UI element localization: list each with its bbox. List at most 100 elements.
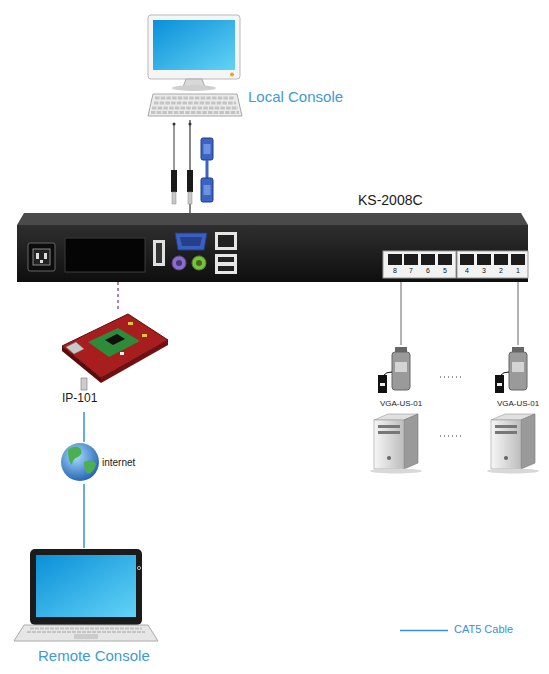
port-number: 6 [422,266,434,275]
kvm-switch [457,251,528,278]
cable-connector [117,282,119,312]
kvm-switch [17,213,528,282]
console-cables [172,192,176,204]
kvm-switch [511,254,525,265]
laptop-icon [137,566,140,569]
console-node: Local Console [145,12,355,120]
laptop-icon [14,625,158,641]
globe-icon [68,446,82,465]
internet-node: internet [58,442,154,484]
vga-adapter [380,383,385,386]
kvm-switch-node: KS-2008C [17,213,528,282]
console-cables [204,144,211,154]
console-cables [187,170,193,192]
kvm-switch [65,238,145,272]
console-cables [201,138,213,160]
server-tower [521,414,535,469]
ip-board [120,352,124,355]
laptop-icon [74,634,98,639]
globe-icon [61,443,99,481]
kvm-switch [494,254,508,265]
port-number: 2 [495,266,507,275]
legend-text: CAT5 Cable [454,623,513,636]
ip-board [66,342,84,354]
kvm-switch [192,256,206,270]
node-label: Local Console [248,88,343,105]
kvm-switch [175,233,207,250]
node-label: VGA-US-01 [488,399,548,408]
legend-item: CAT5 Cable [398,621,538,639]
kvm-switch [196,260,202,266]
kvm-switch [215,232,237,250]
ip-board [142,334,147,337]
legend-line-sample [400,630,448,632]
kvm-switch [180,237,202,246]
cable-connector [517,282,519,345]
console-cables [171,170,177,192]
port-number: 5 [439,266,451,275]
cable-connector [400,282,402,345]
monitor-icon [172,85,216,91]
console-cables [188,192,192,204]
vga-adapter [378,347,527,393]
port-number: 1 [512,266,524,275]
kvm-switch [218,257,234,262]
adapter-node: VGA-US-01 [371,345,431,411]
cable-connector [83,412,85,442]
port-number: 8 [389,266,401,275]
server-tower [504,456,508,460]
laptop-icon [30,549,142,625]
ellipsis-dots [440,435,463,436]
server-tower [370,469,422,474]
remote-console-node: Remote Console [10,548,162,668]
globe-icon [84,460,96,474]
server-tower [495,431,517,434]
vga-adapter [395,362,407,372]
kvm-switch [172,256,186,270]
ip-board [88,328,140,357]
kvm-switch [421,254,435,265]
kvm-switch [438,254,452,265]
vga-adapter [392,352,410,390]
monitor-icon [148,15,240,79]
node-label: KS-2008C [358,192,423,208]
kvm-switch [383,251,456,278]
server-tower [387,456,391,460]
ip-board [128,322,133,325]
kvm-switch [218,235,234,247]
vga-adapter [509,352,527,390]
console-cables [206,160,209,178]
adapter-node: VGA-US-01 [488,345,548,411]
console-cables [171,123,213,205]
laptop-icon [27,629,145,633]
port-number: 3 [478,266,490,275]
vga-adapter [501,372,509,375]
port-number: 7 [405,266,417,275]
kvm-switch [460,254,474,265]
ellipsis-dots [440,377,463,436]
console-cables [174,124,175,170]
keyboard-icon [148,94,242,116]
monitor-icon [148,15,240,91]
vga-adapter [495,375,504,393]
node-label: VGA-US-01 [371,399,431,408]
keyboard-icon [148,94,242,116]
kvm-switch [156,243,162,263]
ip-board [62,314,168,378]
kvm-switch [40,260,43,263]
server-tower [370,414,539,474]
port-number: 4 [461,266,473,275]
ip-module-node: IP-101 [44,312,170,412]
kvm-switch [17,225,528,282]
server-tower [404,414,418,469]
kvm-switch [17,213,528,225]
ip-board [105,334,125,345]
monitor-icon [230,73,234,77]
kvm-switch [33,249,50,265]
kvm-switch [215,254,237,274]
kvm-switch [477,254,491,265]
kvm-switch [404,254,418,265]
server-tower [491,420,521,469]
kvm-switch [28,243,55,271]
